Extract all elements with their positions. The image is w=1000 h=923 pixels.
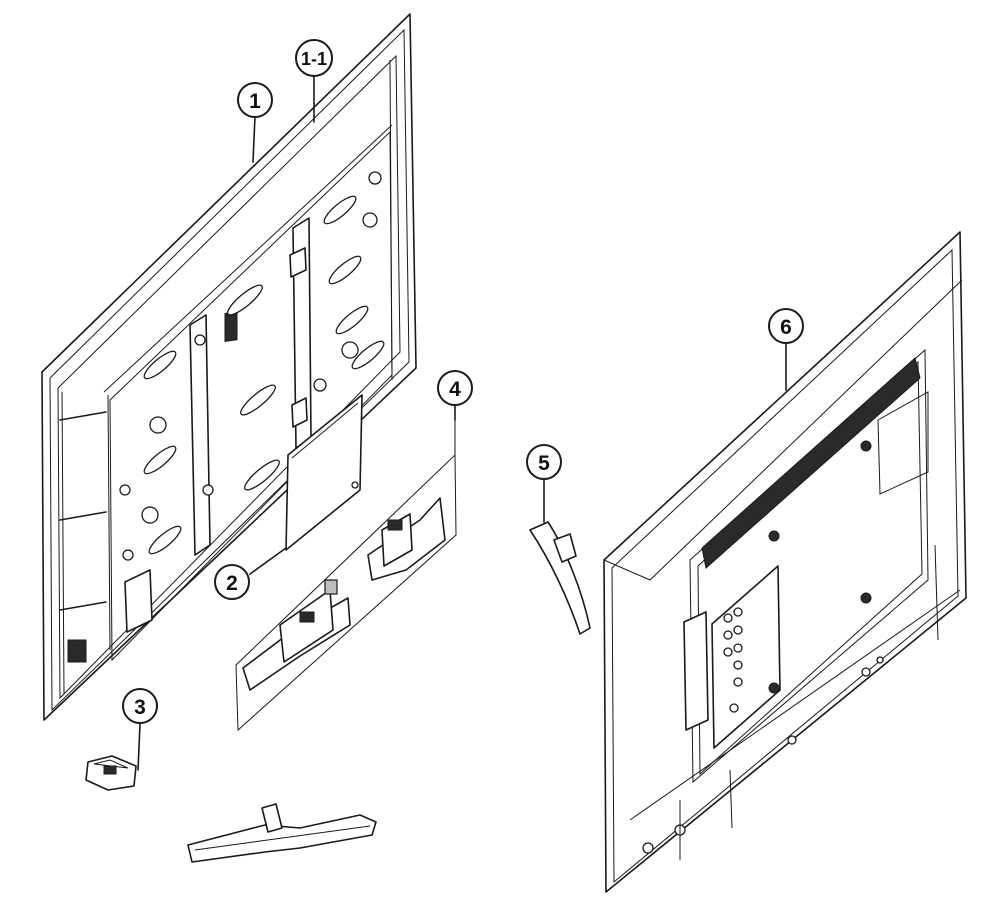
callout-3: 3 xyxy=(122,688,158,724)
callout-1-label: 1 xyxy=(249,90,261,113)
callout-3-label: 3 xyxy=(134,696,146,719)
callout-4: 4 xyxy=(437,370,473,406)
stand-cover-part xyxy=(529,521,591,635)
cover-plate xyxy=(249,394,363,575)
stand-base xyxy=(187,803,377,863)
rear-cover xyxy=(603,231,967,893)
callout-5-label: 5 xyxy=(538,452,550,475)
callout-1-1-label: 1-1 xyxy=(301,49,327,69)
callout-1: 1 xyxy=(237,82,273,118)
leader-lines xyxy=(137,75,787,771)
front-chassis-assembly xyxy=(41,13,417,721)
callout-5: 5 xyxy=(526,444,562,480)
callout-2-label: 2 xyxy=(226,572,238,595)
callout-1-1: 1-1 xyxy=(295,39,333,77)
stand-bracket-set xyxy=(235,418,457,732)
stand-neck-part xyxy=(85,755,137,791)
callout-6: 6 xyxy=(768,308,804,344)
callout-6-label: 6 xyxy=(780,316,792,339)
callout-2: 2 xyxy=(214,564,250,600)
callout-4-label: 4 xyxy=(449,378,461,401)
